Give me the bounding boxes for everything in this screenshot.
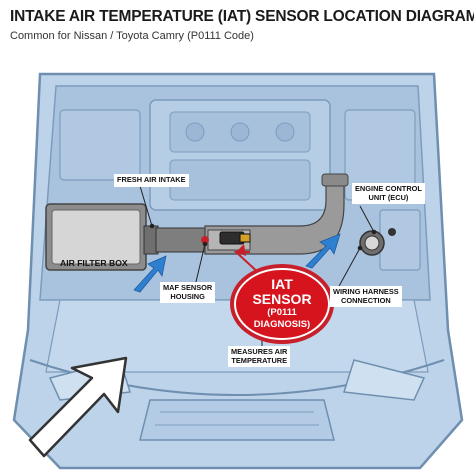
- flow-arrow-icon: [133, 233, 341, 293]
- iat-sensor-badge: [230, 264, 334, 344]
- page-subtitle: Common for Nissan / Toyota Camry (P0111 …: [10, 30, 254, 42]
- fresh-air-intake-label: FRESH AIR INTAKE: [114, 174, 189, 187]
- engine-block: [59, 99, 421, 271]
- big-pointer-arrow-icon: [28, 356, 128, 458]
- sensor-connector-icon: [201, 231, 251, 245]
- leader-lines: [139, 185, 377, 346]
- pointer-arrow-icon: [233, 244, 263, 277]
- air-filter-box-label: AIR FILTER BOX: [60, 258, 128, 268]
- ecu-shape: [359, 228, 396, 256]
- air-filter-box-shape: [45, 203, 147, 271]
- page-title: INTAKE AIR TEMPERATURE (IAT) SENSOR LOCA…: [10, 8, 474, 25]
- iat-sensor-badge-text: IAT SENSOR (P0111 DIAGNOSIS): [252, 276, 312, 331]
